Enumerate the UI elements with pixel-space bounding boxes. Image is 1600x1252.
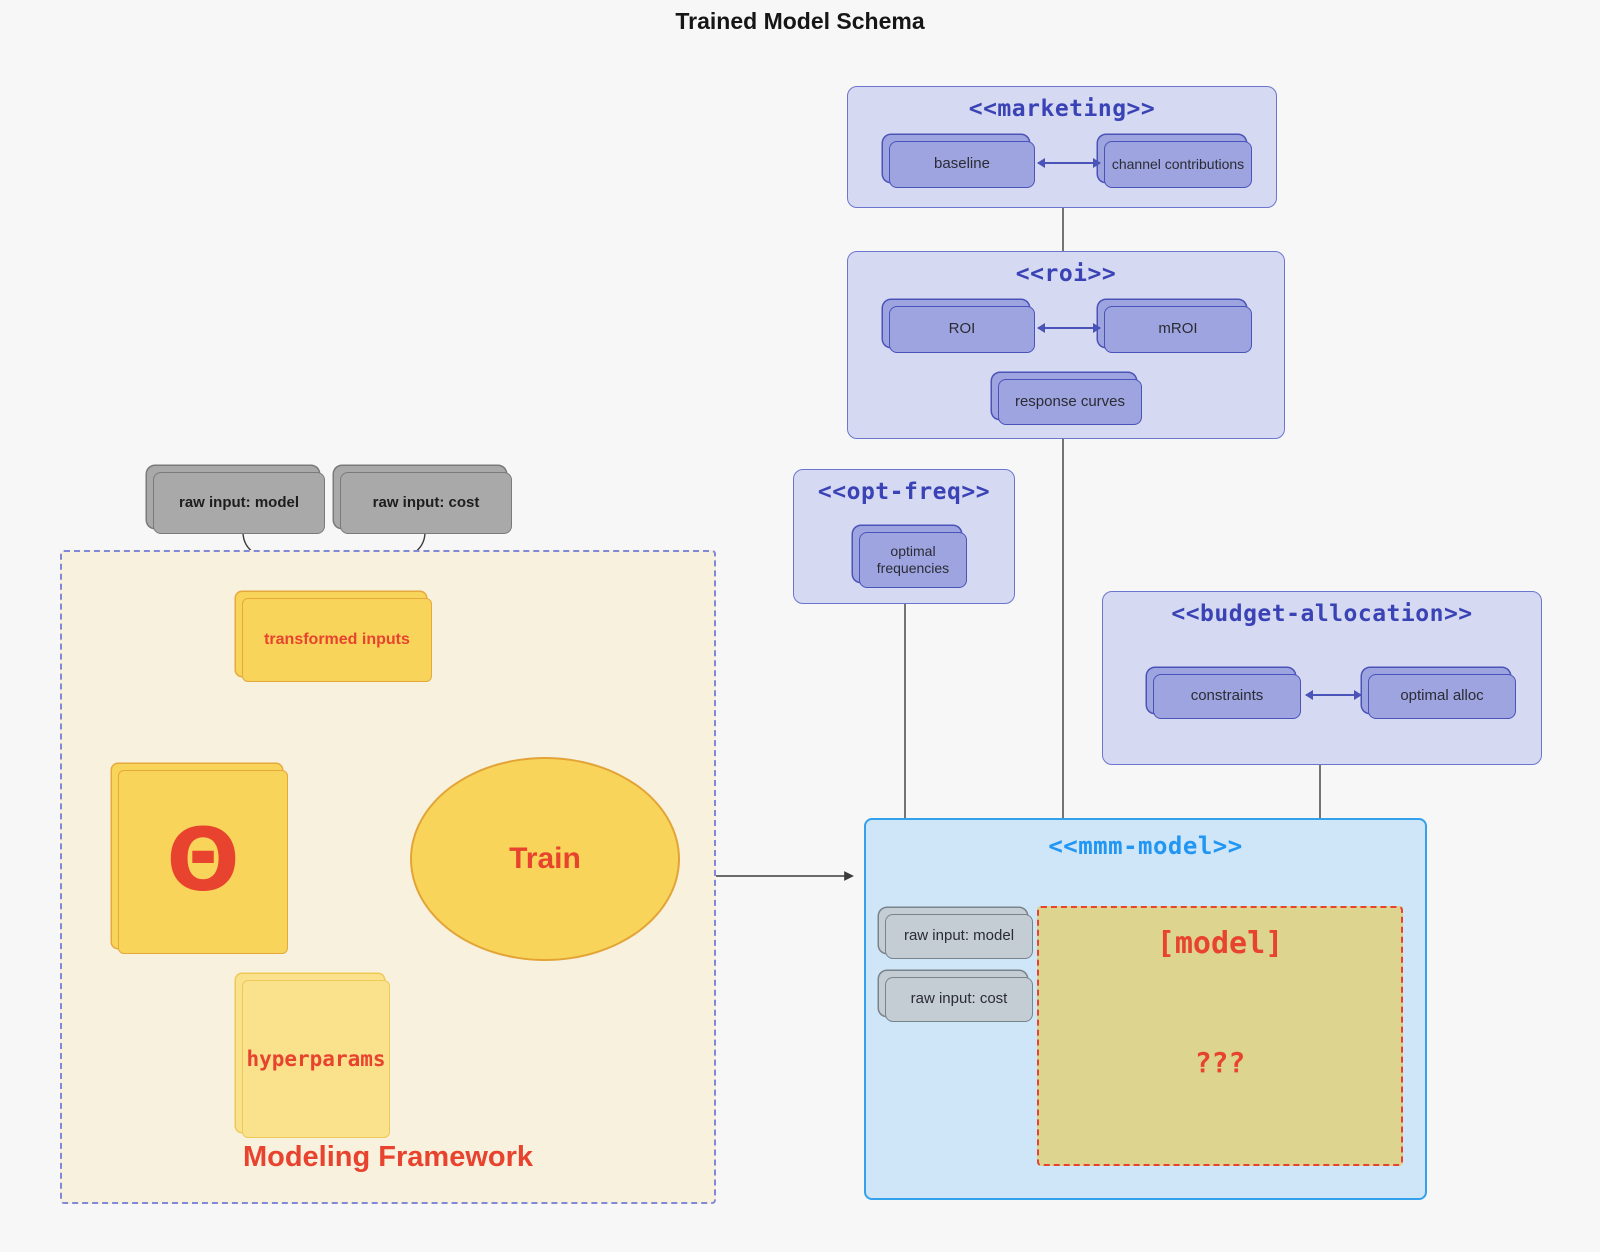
mmm-model-group: <<mmm-model>> raw input: model raw input… <box>864 818 1427 1200</box>
roi-title: <<roi>> <box>1015 261 1117 287</box>
mmm-raw-input-model-card: raw input: model <box>885 914 1033 959</box>
bidirectional-arrow <box>1037 158 1101 168</box>
model-unknown-text: ??? <box>1194 1046 1246 1079</box>
transformed-inputs-card: transformed inputs <box>242 598 432 682</box>
theta-symbol: Θ <box>166 811 240 912</box>
opt-freq-title: <<opt-freq>> <box>817 479 991 505</box>
channel-contributions-card: channel contributions <box>1104 141 1252 188</box>
optimal-alloc-card: optimal alloc <box>1368 674 1516 719</box>
marketing-title: <<marketing>> <box>968 96 1156 122</box>
constraints-card: constraints <box>1153 674 1301 719</box>
roi-card: ROI <box>889 306 1035 353</box>
response-curves-card: response curves <box>998 379 1142 425</box>
theta-card: Θ <box>118 770 288 954</box>
mroi-card: mROI <box>1104 306 1252 353</box>
train-ellipse: Train <box>410 757 680 961</box>
baseline-card: baseline <box>889 141 1035 188</box>
modeling-framework-label: Modeling Framework <box>242 1141 534 1173</box>
opt-freq-group: <<opt-freq>> optimal frequencies <box>793 469 1015 604</box>
roi-group: <<roi>> ROI mROI response curves <box>847 251 1285 439</box>
model-placeholder-box: [model] ??? <box>1037 906 1403 1166</box>
budget-allocation-group: <<budget-allocation>> constraints optima… <box>1102 591 1542 765</box>
optimal-frequencies-card: optimal frequencies <box>859 532 967 588</box>
hyperparams-card: hyperparams <box>242 980 390 1138</box>
budget-allocation-title: <<budget-allocation>> <box>1171 601 1473 627</box>
raw-input-cost-card: raw input: cost <box>340 472 512 534</box>
mmm-raw-input-cost-card: raw input: cost <box>885 977 1033 1022</box>
page-title: Trained Model Schema <box>675 8 925 34</box>
model-label: [model] <box>1156 926 1284 961</box>
marketing-group: <<marketing>> baseline channel contribut… <box>847 86 1277 208</box>
raw-input-model-card: raw input: model <box>153 472 325 534</box>
bidirectional-arrow <box>1037 323 1101 333</box>
bidirectional-arrow <box>1305 690 1362 700</box>
mmm-model-title: <<mmm-model>> <box>1048 832 1243 860</box>
